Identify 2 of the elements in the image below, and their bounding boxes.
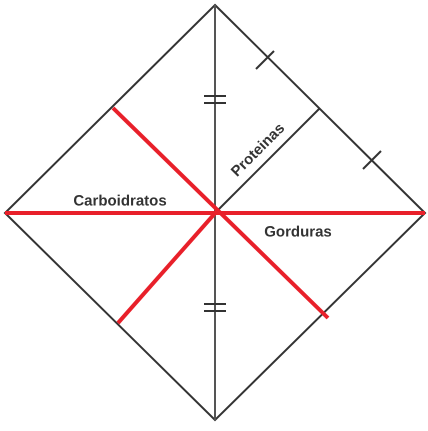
region-label: Gorduras bbox=[264, 224, 332, 240]
region-label: Carboidratos bbox=[73, 194, 167, 208]
